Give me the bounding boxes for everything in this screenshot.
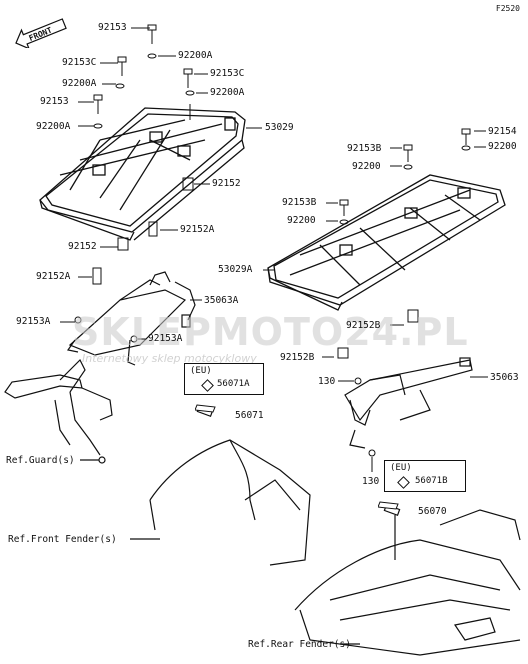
callout-92153a-right: 92153A	[148, 333, 183, 344]
decal-56070-icon	[378, 501, 399, 510]
front-direction-badge: FRONT	[15, 18, 67, 48]
eu-tag-rear: (EU)	[390, 463, 412, 473]
rear-bracket	[344, 357, 473, 449]
callout-92200a-2: 92200A	[62, 78, 97, 89]
callout-92153c-2: 92153C	[210, 68, 245, 79]
callout-92200a-1: 92200A	[178, 50, 213, 61]
callout-53029: 53029	[265, 122, 294, 133]
eu-part-rear: 56071B	[415, 476, 448, 486]
watermark-brand: SKLEPMOTO24.PL	[72, 310, 469, 354]
watermark-tagline: Internetowy sklep motocyklowy	[82, 352, 257, 365]
watermark: SKLEPMOTO24.PL Internetowy sklep motocyk…	[72, 312, 469, 365]
eu-tag-front: (EU)	[190, 366, 212, 376]
decal-56071-icon	[195, 404, 216, 413]
front-carrier-rack	[39, 107, 246, 241]
front-bracket	[66, 271, 196, 366]
callout-92152b-1: 92152B	[346, 320, 381, 331]
eu-box-front: (EU) 56071A	[184, 363, 264, 395]
callout-130-1: 130	[318, 376, 336, 387]
callout-92153b-1: 92153B	[347, 143, 382, 154]
callout-92152-left: 92152	[68, 241, 97, 252]
callout-92153b-2: 92153B	[282, 197, 317, 208]
ref-rear-fender: Ref.Rear Fender(s)	[248, 639, 351, 650]
callout-92200-3: 92200	[287, 215, 316, 226]
callout-92153a-left: 92153A	[16, 316, 51, 327]
eu-box-rear: (EU) 56071B	[384, 460, 466, 492]
callout-92200-2: 92200	[352, 161, 381, 172]
callout-92200a-4: 92200A	[36, 121, 71, 132]
callout-35063: 35063	[490, 372, 519, 383]
callout-56071: 56071	[235, 410, 264, 421]
figure-code: F2520	[495, 4, 520, 13]
rear-fasteners	[263, 128, 488, 472]
ref-front-fender: Ref.Front Fender(s)	[8, 534, 117, 545]
decal-diamond-icon	[397, 476, 410, 489]
callout-92152a-right: 92152A	[180, 224, 215, 235]
callout-92200a-3: 92200A	[210, 87, 245, 98]
eu-part-front: 56071A	[217, 379, 250, 389]
front-fasteners	[60, 24, 262, 343]
callout-92152b-2: 92152B	[280, 352, 315, 363]
decal-diamond-icon	[201, 379, 214, 392]
callout-56070: 56070	[418, 506, 447, 517]
callout-92200-1: 92200	[488, 141, 517, 152]
ref-guard: Ref.Guard(s)	[6, 455, 75, 466]
callout-92152-right: 92152	[212, 178, 241, 189]
callout-53029a: 53029A	[218, 264, 253, 275]
callout-92153c-1: 92153C	[62, 57, 97, 68]
callout-92153-top: 92153	[98, 22, 127, 33]
rear-fender	[294, 504, 521, 656]
callout-92153-mid: 92153	[40, 96, 69, 107]
front-fender	[130, 405, 311, 566]
guard-assembly	[4, 358, 113, 464]
callout-35063a: 35063A	[204, 295, 239, 306]
callout-92154: 92154	[488, 126, 517, 137]
rear-carrier-rack	[267, 174, 506, 311]
callout-130-2: 130	[362, 476, 380, 487]
callout-92152a-left: 92152A	[36, 271, 71, 282]
